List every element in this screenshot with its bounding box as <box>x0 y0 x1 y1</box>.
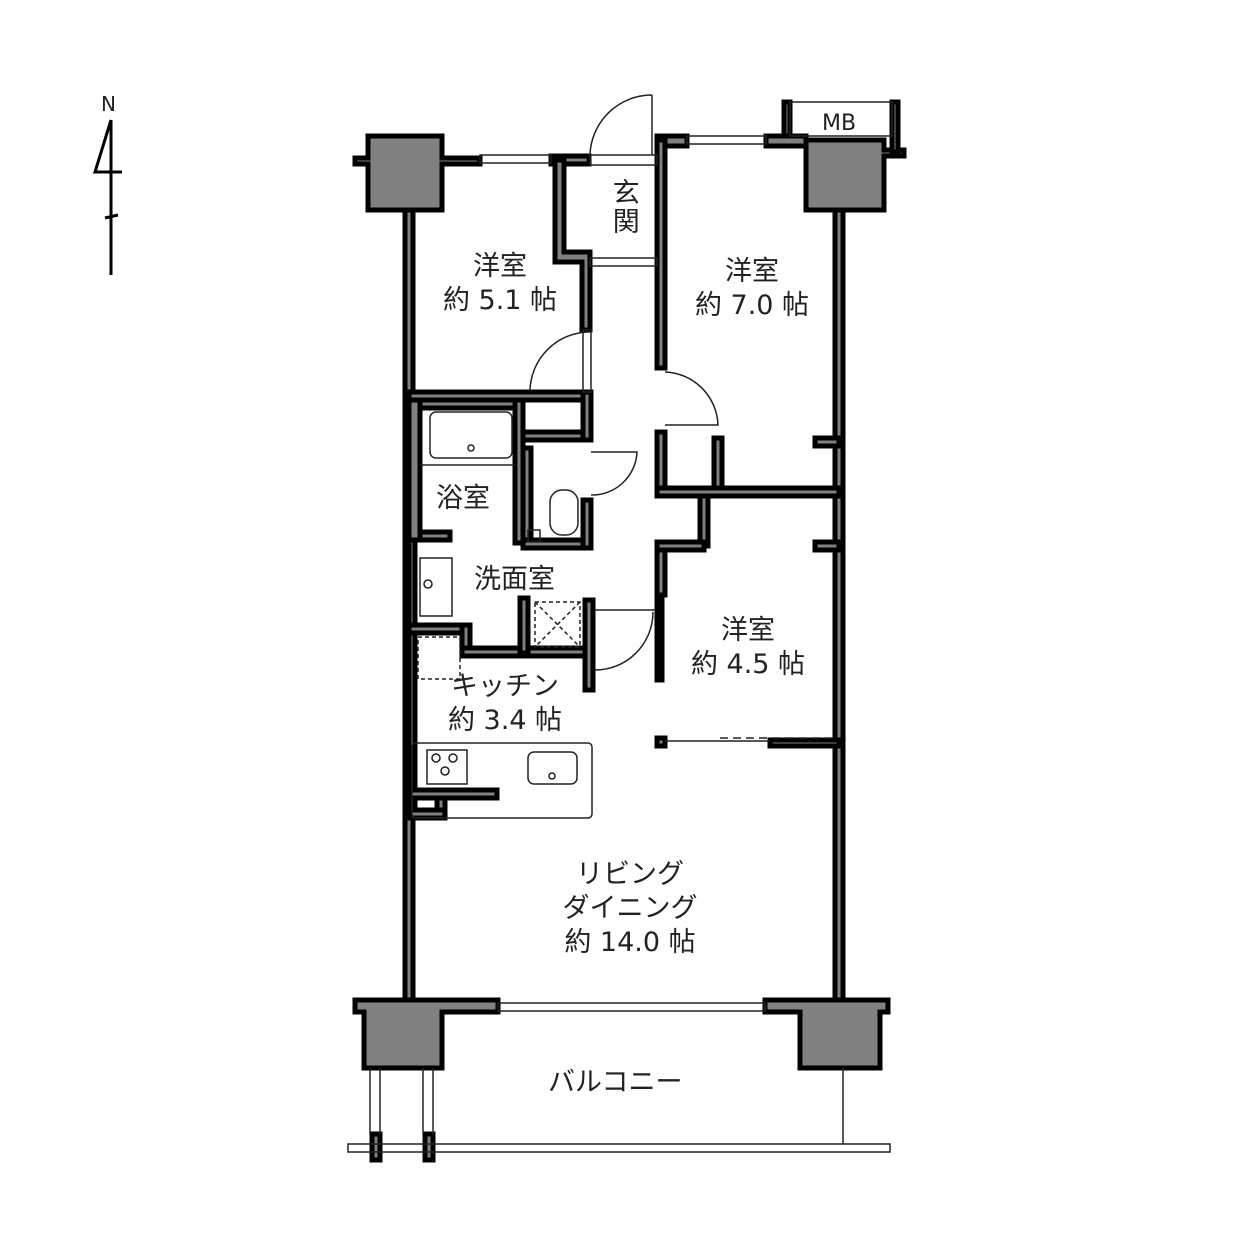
room-size: 約 14.0 帖 <box>564 926 696 958</box>
room-bedroom-4-5: 洋室 約 4.5 帖 <box>668 614 828 682</box>
room-name-line1: リビング <box>576 859 684 890</box>
room-bath: 浴室 <box>436 483 490 514</box>
room-bedroom-7-0: 洋室 約 7.0 帖 <box>672 255 832 323</box>
room-balcony: バルコニー <box>548 1067 683 1098</box>
room-name: 洋室 <box>725 256 779 287</box>
room-name: キッチン <box>451 671 559 702</box>
north-label: N <box>101 92 116 116</box>
room-entrance: 玄関 <box>607 178 639 236</box>
room-size: 約 7.0 帖 <box>694 289 810 321</box>
fixtures <box>347 94 893 1153</box>
room-size: 約 4.5 帖 <box>690 648 806 680</box>
room-kitchen: キッチン 約 3.4 帖 <box>425 670 585 738</box>
room-washroom: 洗面室 <box>474 564 555 595</box>
meter-box-label: MB <box>822 111 857 136</box>
room-size: 約 3.4 帖 <box>447 704 563 736</box>
room-size: 約 5.1 帖 <box>442 284 558 316</box>
north-arrow-icon <box>92 119 122 275</box>
room-bedroom-5-1: 洋室 約 5.1 帖 <box>420 250 580 318</box>
room-living-dining: リビング ダイニング 約 14.0 帖 <box>530 858 730 959</box>
room-name: 洋室 <box>473 251 527 282</box>
room-name-line2: ダイニング <box>562 892 698 924</box>
room-name: 洋室 <box>721 615 775 646</box>
